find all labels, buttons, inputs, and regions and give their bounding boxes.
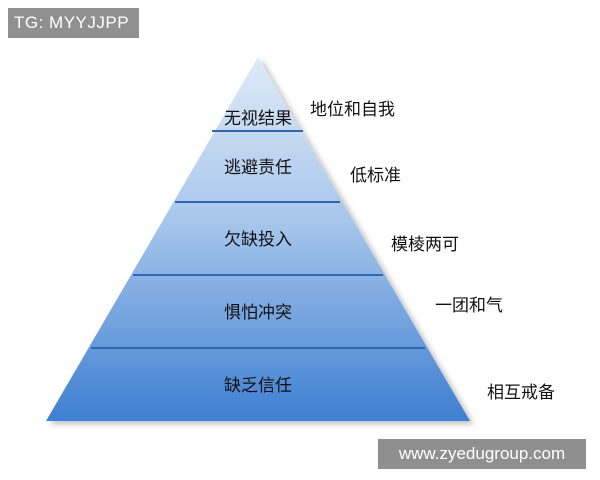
side-label-4: 一团和气 <box>435 296 503 316</box>
side-label-3: 模棱两可 <box>391 235 459 255</box>
level-label-5: 缺乏信任 <box>224 376 292 396</box>
side-label-1: 地位和自我 <box>310 100 395 120</box>
level-label-3: 欠缺投入 <box>224 230 292 250</box>
watermark-bottom: www.zyedugroup.com <box>378 439 586 469</box>
level-label-4: 惧怕冲突 <box>224 303 292 323</box>
level-label-1: 无视结果 <box>224 109 292 129</box>
level-label-2: 逃避责任 <box>224 158 292 178</box>
side-label-2: 低标准 <box>350 166 401 186</box>
pyramid-shape <box>46 57 470 421</box>
side-label-5: 相互戒备 <box>487 383 555 403</box>
watermark-top: TG: MYYJJPP <box>8 8 140 38</box>
